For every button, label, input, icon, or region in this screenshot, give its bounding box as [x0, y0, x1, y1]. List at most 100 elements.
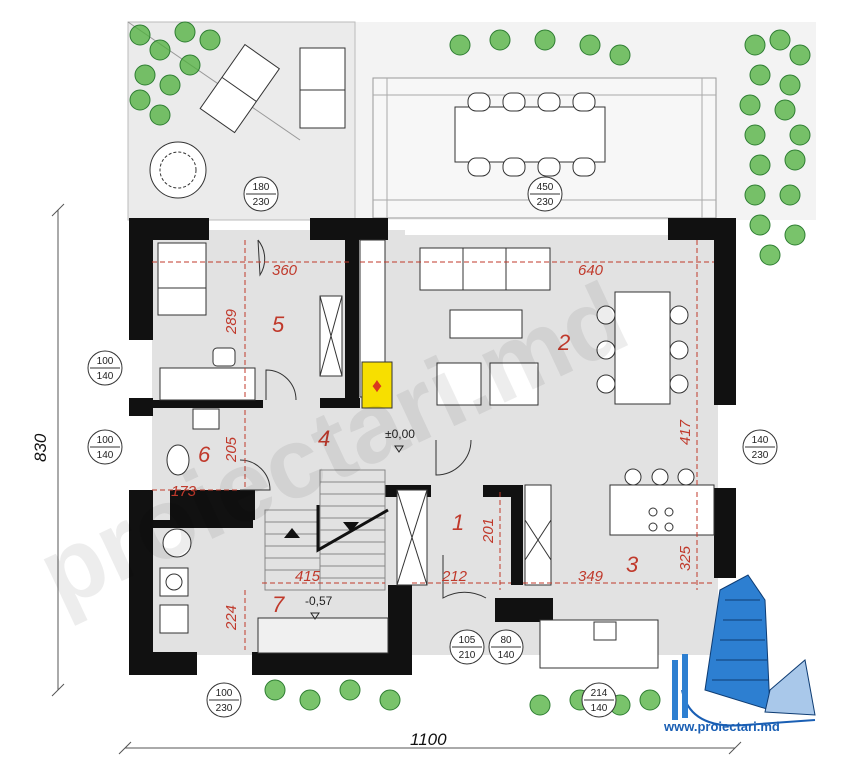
plant-icon [129, 89, 151, 111]
room-2-label: 2 [557, 330, 570, 355]
desk [159, 367, 256, 401]
dryer [159, 604, 189, 634]
plant-icon [744, 184, 766, 206]
plant-icon [749, 214, 771, 236]
opening-height: 140 [97, 450, 114, 461]
plant-icon [264, 679, 286, 701]
dim-224: 224 [223, 605, 240, 631]
opening-width: 80 [500, 635, 512, 646]
plant-icon [159, 74, 181, 96]
dim-325: 325 [677, 545, 694, 571]
plant-icon [784, 149, 806, 171]
kitchen-cabinet [524, 484, 552, 586]
plant-icon [774, 99, 796, 121]
plant-icon [149, 39, 171, 61]
fire-icon: ♦ [372, 375, 382, 397]
sun-loungers [199, 43, 346, 134]
washing-machine [159, 567, 189, 597]
room-3-label: 3 [626, 552, 639, 577]
stair-down-arrow [343, 522, 359, 532]
plant-icon [639, 689, 661, 711]
armchair-right [489, 362, 539, 406]
level-lower: -0,57 [305, 594, 333, 608]
opening-width: 100 [216, 688, 233, 699]
plant-icon [784, 224, 806, 246]
dim-205: 205 [223, 436, 240, 463]
plant-icon [744, 124, 766, 146]
coffee-table [449, 309, 523, 339]
dim-289: 289 [223, 308, 240, 335]
plant-icon [199, 29, 221, 51]
plant-icon [579, 34, 601, 56]
plant-icon [749, 64, 771, 86]
door-swings [239, 239, 487, 599]
dim-212: 212 [441, 568, 468, 585]
plant-icon [609, 44, 631, 66]
opening-height: 230 [253, 197, 270, 208]
dimension-lines [152, 240, 714, 650]
garden-plants [129, 21, 811, 716]
boiler [162, 528, 192, 558]
dim-640: 640 [578, 262, 604, 279]
outdoor-dining-table [454, 92, 606, 177]
dim-415: 415 [295, 568, 321, 585]
bed-sofa [157, 242, 207, 316]
opening-width: 105 [459, 635, 476, 646]
opening-width: 214 [591, 688, 608, 699]
plant-icon [534, 29, 556, 51]
toilet [166, 444, 190, 476]
plant-icon [779, 184, 801, 206]
opening-height: 140 [498, 650, 515, 661]
sink [192, 408, 220, 430]
brand-logo [672, 574, 816, 727]
room-5-label: 5 [272, 312, 285, 337]
plant-icon [299, 689, 321, 711]
room-7-label: 7 [272, 592, 285, 617]
walls [129, 218, 736, 675]
room-6-label: 6 [198, 442, 211, 467]
sofa [419, 247, 551, 291]
plant-icon [744, 34, 766, 56]
plant-icon [174, 21, 196, 43]
plant-icon [339, 679, 361, 701]
kitchen-counter [609, 484, 715, 536]
plant-icon [489, 29, 511, 51]
website-url: www.proiectari.md [663, 719, 780, 734]
plant-icon [789, 124, 811, 146]
stair-up-arrow [284, 528, 300, 538]
dim-417: 417 [677, 419, 694, 445]
plant-icon [789, 44, 811, 66]
opening-width: 450 [537, 182, 554, 193]
opening-width: 100 [97, 435, 114, 446]
round-garden-table [149, 141, 207, 199]
dim-349: 349 [578, 568, 604, 585]
plant-icon [749, 154, 771, 176]
opening-markers: 1802304502301001401001401402301052108014… [87, 176, 778, 718]
cooktop [648, 507, 674, 532]
level-ground: ±0,00 [385, 427, 415, 441]
plant-icon [149, 104, 171, 126]
plant-icon [779, 74, 801, 96]
opening-height: 230 [216, 703, 233, 714]
plant-icon [769, 29, 791, 51]
plant-icon [134, 64, 156, 86]
plant-icon [739, 94, 761, 116]
plant-icon [379, 689, 401, 711]
opening-width: 180 [253, 182, 270, 193]
opening-width: 140 [752, 435, 769, 446]
plant-icon [529, 694, 551, 716]
opening-height: 140 [97, 371, 114, 382]
room-4-label: 4 [318, 426, 330, 451]
opening-width: 100 [97, 356, 114, 367]
fireplace [361, 361, 393, 409]
overall-dimension-lines [51, 203, 742, 755]
opening-height: 230 [752, 450, 769, 461]
